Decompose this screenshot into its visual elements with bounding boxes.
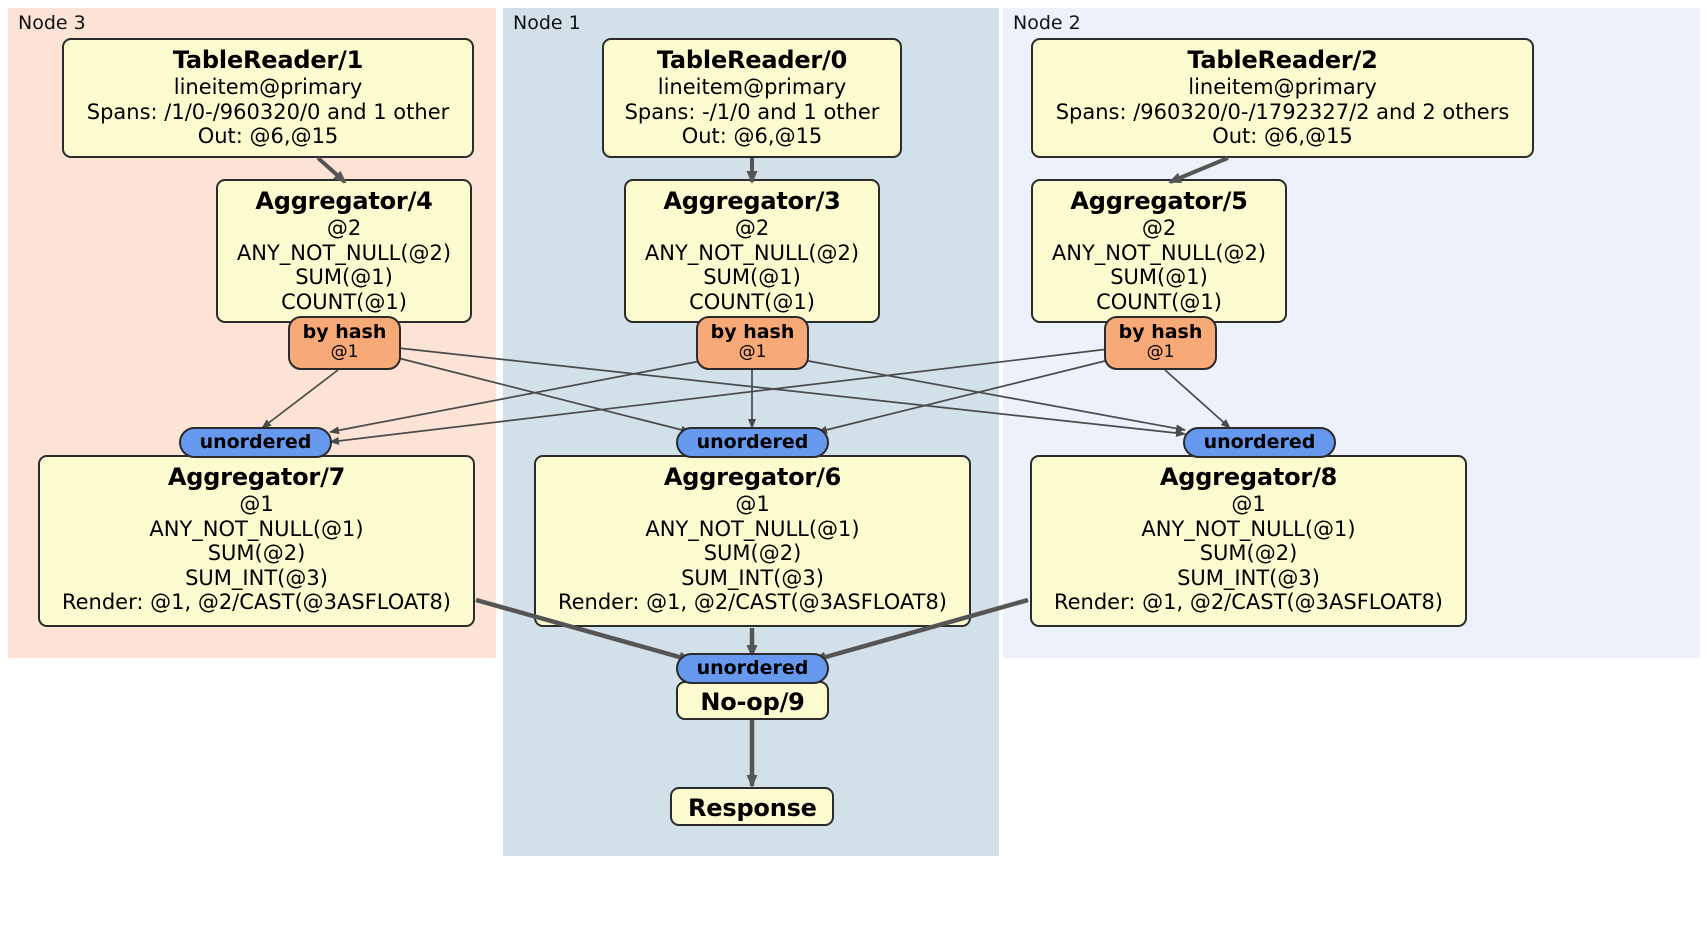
processor-line: lineitem@primary <box>173 75 363 100</box>
processor-aggregator-5[interactable]: Aggregator/5 @2 ANY_NOT_NULL(@2) SUM(@1)… <box>1031 179 1287 323</box>
processor-title: Aggregator/7 <box>167 463 346 491</box>
processor-title: Aggregator/5 <box>1070 187 1248 215</box>
processor-title: Response <box>688 794 817 822</box>
synchronizer-unordered-right[interactable]: unordered <box>1183 427 1336 458</box>
processor-line: @1 <box>1231 492 1266 517</box>
processor-line: @2 <box>734 216 770 241</box>
processor-line: Render: @1, @2/CAST(@3ASFLOAT8) <box>557 590 948 615</box>
processor-line: @2 <box>326 216 362 241</box>
processor-line: Spans: -/1/0 and 1 other <box>624 99 880 124</box>
processor-line: ANY_NOT_NULL(@2) <box>236 240 452 265</box>
processor-line: @1 <box>735 492 770 517</box>
processor-line: ANY_NOT_NULL(@2) <box>644 240 860 265</box>
processor-line: SUM(@1) <box>1110 265 1208 290</box>
processor-line: COUNT(@1) <box>281 289 407 314</box>
processor-line: SUM(@1) <box>295 265 393 290</box>
cluster-label-node-1: Node 1 <box>513 12 581 34</box>
processor-line: COUNT(@1) <box>1096 289 1222 314</box>
router-label: by hash <box>710 321 795 343</box>
processor-response[interactable]: Response <box>670 787 834 826</box>
router-column: @1 <box>330 341 359 362</box>
processor-line: SUM_INT(@3) <box>681 565 824 590</box>
processor-title: Aggregator/4 <box>255 187 433 215</box>
synchronizer-unordered-left[interactable]: unordered <box>179 427 332 458</box>
processor-line: SUM(@2) <box>207 541 306 566</box>
router-by-hash-mid[interactable]: by hash @1 <box>696 316 809 370</box>
processor-line: Out: @6,@15 <box>197 124 339 149</box>
processor-line: Spans: /1/0-/960320/0 and 1 other <box>86 99 450 124</box>
processor-line: Render: @1, @2/CAST(@3ASFLOAT8) <box>1053 590 1444 615</box>
processor-aggregator-7[interactable]: Aggregator/7 @1 ANY_NOT_NULL(@1) SUM(@2)… <box>38 455 475 627</box>
processor-tablereader-1[interactable]: TableReader/1 lineitem@primary Spans: /1… <box>62 38 474 158</box>
router-column: @1 <box>738 341 767 362</box>
processor-tablereader-2[interactable]: TableReader/2 lineitem@primary Spans: /9… <box>1031 38 1534 158</box>
processor-noop-9[interactable]: No-op/9 <box>676 681 829 720</box>
processor-title: Aggregator/3 <box>663 187 841 215</box>
processor-line: lineitem@primary <box>657 75 847 100</box>
processor-line: SUM(@1) <box>703 265 801 290</box>
router-by-hash-right[interactable]: by hash @1 <box>1104 316 1217 370</box>
processor-line: ANY_NOT_NULL(@1) <box>149 516 364 541</box>
processor-line: ANY_NOT_NULL(@1) <box>1141 516 1356 541</box>
synchronizer-unordered-mid[interactable]: unordered <box>676 427 829 458</box>
router-label: by hash <box>1118 321 1203 343</box>
processor-line: SUM(@2) <box>1199 541 1298 566</box>
processor-line: ANY_NOT_NULL(@2) <box>1051 240 1267 265</box>
processor-line: SUM_INT(@3) <box>185 565 328 590</box>
processor-aggregator-3[interactable]: Aggregator/3 @2 ANY_NOT_NULL(@2) SUM(@1)… <box>624 179 880 323</box>
processor-aggregator-8[interactable]: Aggregator/8 @1 ANY_NOT_NULL(@1) SUM(@2)… <box>1030 455 1467 627</box>
synchronizer-label: unordered <box>1203 431 1316 454</box>
synchronizer-unordered-final[interactable]: unordered <box>676 653 829 684</box>
processor-title: No-op/9 <box>700 688 805 716</box>
processor-line: Out: @6,@15 <box>681 124 823 149</box>
processor-title: Aggregator/8 <box>1159 463 1338 491</box>
router-label: by hash <box>302 321 387 343</box>
processor-line: Spans: /960320/0-/1792327/2 and 2 others <box>1055 99 1510 124</box>
processor-line: COUNT(@1) <box>689 289 815 314</box>
processor-line: SUM(@2) <box>703 541 802 566</box>
cluster-label-node-2: Node 2 <box>1013 12 1081 34</box>
processor-line: @2 <box>1141 216 1177 241</box>
processor-line: Render: @1, @2/CAST(@3ASFLOAT8) <box>61 590 452 615</box>
processor-tablereader-0[interactable]: TableReader/0 lineitem@primary Spans: -/… <box>602 38 902 158</box>
processor-line: Out: @6,@15 <box>1212 124 1353 149</box>
processor-title: TableReader/1 <box>172 46 364 74</box>
synchronizer-label: unordered <box>199 431 312 454</box>
processor-aggregator-6[interactable]: Aggregator/6 @1 ANY_NOT_NULL(@1) SUM(@2)… <box>534 455 971 627</box>
processor-aggregator-4[interactable]: Aggregator/4 @2 ANY_NOT_NULL(@2) SUM(@1)… <box>216 179 472 323</box>
processor-line: lineitem@primary <box>1188 75 1377 100</box>
synchronizer-label: unordered <box>696 657 809 680</box>
cluster-label-node-3: Node 3 <box>18 12 86 34</box>
synchronizer-label: unordered <box>696 431 809 454</box>
router-column: @1 <box>1146 341 1175 362</box>
processor-line: ANY_NOT_NULL(@1) <box>645 516 860 541</box>
processor-title: Aggregator/6 <box>663 463 842 491</box>
processor-title: TableReader/2 <box>1187 46 1378 74</box>
processor-line: @1 <box>239 492 274 517</box>
processor-title: TableReader/0 <box>656 46 848 74</box>
processor-line: SUM_INT(@3) <box>1177 565 1320 590</box>
router-by-hash-left[interactable]: by hash @1 <box>288 316 401 370</box>
